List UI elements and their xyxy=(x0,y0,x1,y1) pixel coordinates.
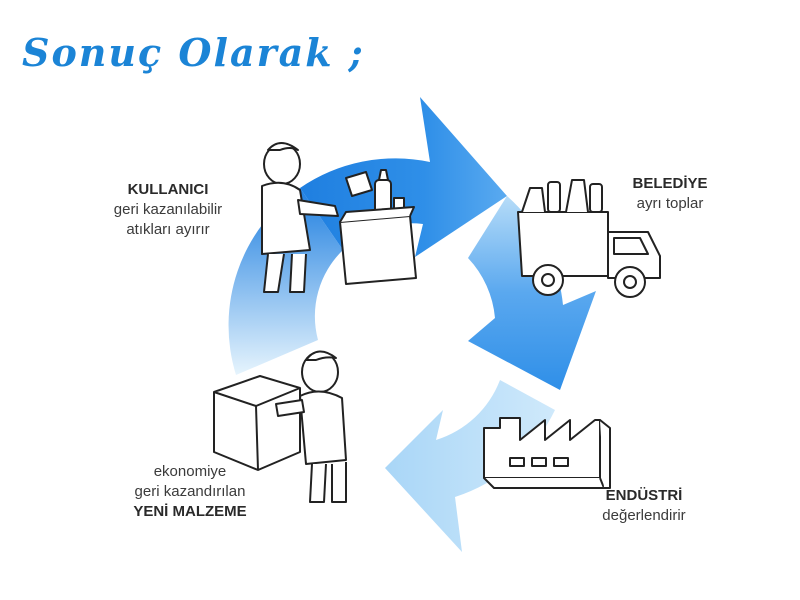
step-desc: geri kazanılabilir xyxy=(113,201,223,218)
step-label-user: KULLANICI geri kazanılabilir atıkları ay… xyxy=(90,180,246,240)
step-desc: değerlendirir xyxy=(602,507,686,524)
truck-icon xyxy=(517,179,661,298)
step-desc: atıkları ayırır xyxy=(126,221,210,238)
slide-title: Sonuç Olarak ; xyxy=(22,30,365,75)
step-desc: ayrı toplar xyxy=(636,195,704,212)
step-label-new-material: ekonomiye geri kazandırılan YENİ MALZEME xyxy=(104,462,276,522)
cycle-arrow-right xyxy=(468,196,596,390)
step-title: YENİ MALZEME xyxy=(133,503,247,520)
factory-icon xyxy=(483,417,611,489)
step-title: BELEDİYE xyxy=(632,175,708,192)
person-sorting-bottles-icon xyxy=(261,142,417,293)
step-desc: geri kazandırılan xyxy=(134,483,246,500)
step-title: KULLANICI xyxy=(127,181,209,198)
person-carrying-box-icon xyxy=(213,350,347,503)
step-title: ENDÜSTRİ xyxy=(605,487,683,504)
cycle-arrow-left xyxy=(228,188,343,375)
step-label-industry: ENDÜSTRİ değerlendirir xyxy=(580,486,708,526)
step-desc: ekonomiye xyxy=(153,463,227,480)
step-label-municipality: BELEDİYE ayrı toplar xyxy=(614,174,726,214)
